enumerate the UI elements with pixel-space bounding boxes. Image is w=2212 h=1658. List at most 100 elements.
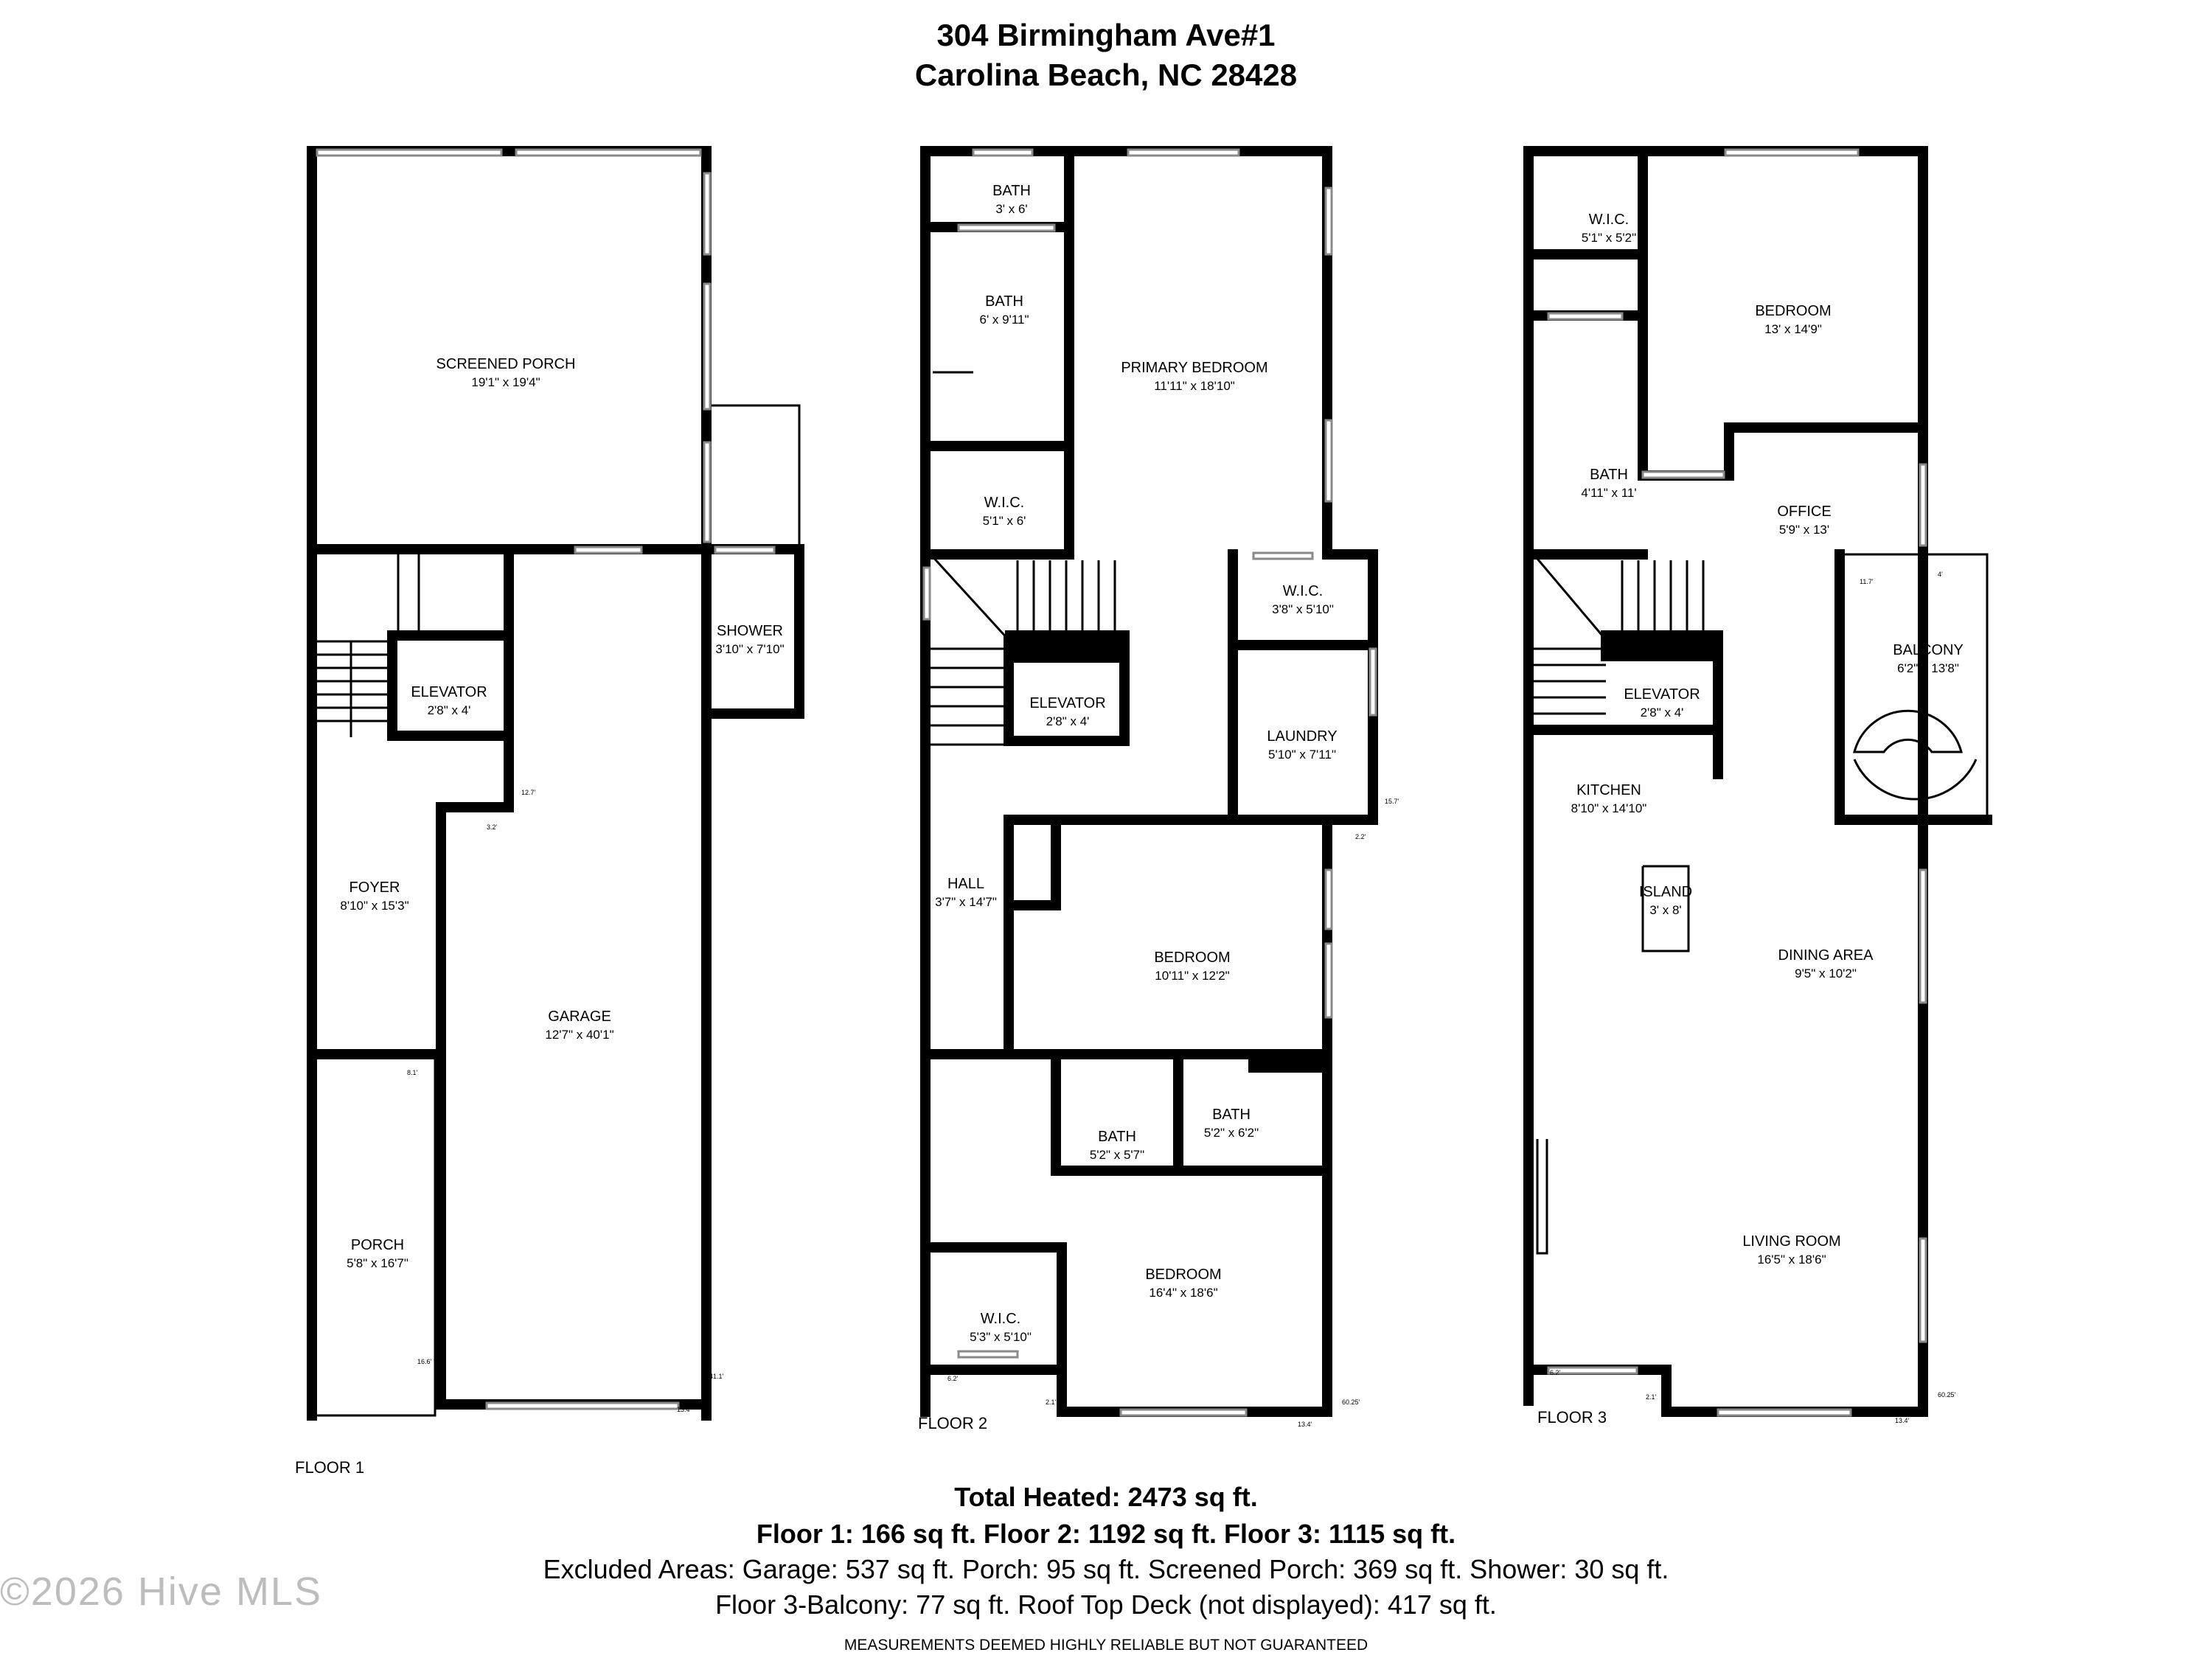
window: [1724, 148, 1860, 157]
floor-areas: Floor 1: 166 sq ft. Floor 2: 1192 sq ft.…: [756, 1519, 1456, 1549]
room-dimensions: 16'5" x 18'6": [1757, 1253, 1826, 1267]
dimension-label: 2.1': [1646, 1393, 1657, 1401]
dimension-label: 6.2': [1550, 1369, 1561, 1376]
dimension-label: 60.25': [1938, 1391, 1956, 1398]
floor1-elevator-sides: [387, 630, 514, 741]
window: [957, 223, 1056, 232]
dimension-label: 6.2': [947, 1375, 959, 1382]
floor2-stair-diagonal: [929, 553, 1010, 641]
dimension-label: 15.7': [1385, 798, 1399, 805]
dimension-label: 3.2': [487, 823, 498, 831]
floor1-door-jamb: [397, 554, 420, 637]
window: [1547, 1366, 1638, 1375]
window: [1919, 1237, 1927, 1343]
window: [703, 172, 712, 256]
room-dimensions: 13' x 14'9": [1764, 322, 1822, 336]
window: [922, 566, 931, 621]
window: [1127, 148, 1240, 157]
floor1-foyer-east: [436, 544, 514, 812]
floor3-kitchen-wall: [1523, 721, 1723, 735]
room-dimensions: 16'4" x 18'6": [1149, 1286, 1217, 1300]
room-dimensions: 10'11" x 12'2": [1155, 969, 1229, 983]
window: [703, 441, 712, 543]
window: [515, 148, 702, 157]
window: [957, 1350, 1019, 1359]
floor2-wic3: [920, 1242, 1067, 1375]
floor2-east-south-wall: [920, 549, 1378, 1417]
window: [1324, 419, 1333, 503]
room-name: ELEVATOR: [411, 684, 487, 700]
room-name: W.I.C.: [984, 495, 1024, 511]
dimension-label: 2.1': [1046, 1398, 1057, 1406]
dimension-label: 8.1': [407, 1069, 418, 1076]
room-name: LAUNDRY: [1267, 728, 1337, 745]
room-dimensions: 5'8" x 16'7": [347, 1256, 408, 1270]
room-name: ISLAND: [1639, 884, 1692, 900]
spiral-stair-outer: [1853, 759, 1978, 801]
room-name: SHOWER: [717, 623, 783, 639]
room-name: ELEVATOR: [1624, 686, 1700, 703]
spiral-stair: [1853, 709, 1963, 753]
room-dimensions: 2'8" x 4': [428, 703, 471, 717]
floor-label: FLOOR 2: [918, 1414, 987, 1432]
floor3-balcony-inner: [1834, 549, 1928, 825]
floor3-balcony-join: [1918, 549, 1992, 825]
floor2-bath1: [1051, 1049, 1183, 1176]
room-name: PRIMARY BEDROOM: [1121, 360, 1267, 376]
room-name: SCREENED PORCH: [437, 356, 576, 372]
room-dimensions: 8'10" x 15'3": [340, 899, 408, 913]
dimension-label: 11.7': [1860, 578, 1874, 585]
watermark: ©2026 Hive MLS: [0, 1570, 322, 1614]
room-dimensions: 2'8" x 4': [1641, 706, 1684, 720]
floor2-counter: [1248, 1049, 1329, 1073]
room-name: W.I.C.: [1283, 583, 1323, 599]
floor1-porch-outline: [312, 1054, 437, 1417]
window: [1368, 647, 1377, 717]
room-name: W.I.C.: [1589, 212, 1629, 228]
window: [1919, 463, 1927, 547]
room-name: BATH: [992, 183, 1031, 199]
room-dimensions: 5'1" x 5'2": [1582, 231, 1636, 245]
window: [1717, 1408, 1852, 1417]
room-name: PORCH: [351, 1237, 404, 1253]
window: [703, 282, 712, 411]
floor1-step-outline: [706, 404, 801, 549]
floor3-stair-diagonal: [1532, 554, 1607, 641]
floor-label: FLOOR 1: [295, 1458, 364, 1477]
room-name: FOYER: [349, 879, 400, 896]
floor3-south-wall: [1523, 815, 1928, 1417]
room-dimensions: 6' x 9'11": [979, 313, 1029, 327]
floor3-elevator-shaft: [1601, 630, 1723, 661]
room-name: BEDROOM: [1145, 1267, 1221, 1283]
room-dimensions: 5'9" x 13': [1779, 523, 1829, 537]
floor-label: FLOOR 3: [1537, 1408, 1607, 1427]
dimension-label: 60.25': [1342, 1398, 1360, 1406]
room-dimensions: 5'1" x 6': [983, 514, 1026, 528]
window: [1919, 868, 1927, 1004]
dimension-label: 16.6': [417, 1358, 432, 1365]
room-dimensions: 6'2" x 13'8": [1897, 661, 1959, 675]
room-name: GARAGE: [548, 1009, 611, 1025]
floor3-bedroom-walls: [1638, 146, 1928, 481]
room-name: DINING AREA: [1778, 947, 1874, 964]
room-name: BATH: [985, 293, 1023, 310]
windows: [316, 148, 1927, 1417]
floor2-primary-west: [920, 146, 1074, 560]
room-dimensions: 5'2" x 5'7": [1090, 1148, 1144, 1162]
room-dimensions: 5'3" x 5'10": [970, 1330, 1032, 1344]
address-line-1: 304 Birmingham Ave#1: [936, 18, 1276, 52]
room-dimensions: 3'7" x 14'7": [935, 895, 997, 909]
window: [972, 148, 1034, 157]
floor3-island: [1641, 865, 1690, 952]
floor1-garage-south: [436, 802, 712, 1410]
room-name: LIVING ROOM: [1742, 1233, 1840, 1250]
room-dimensions: 12'7" x 40'1": [545, 1028, 613, 1042]
room-name: BEDROOM: [1154, 950, 1230, 966]
room-dimensions: 19'1" x 19'4": [471, 375, 540, 389]
address-line-2: Carolina Beach, NC 28428: [914, 58, 1298, 92]
dimension-labels: 12.7'3.2'8.1'16.6'41.1'13.4'6.2'2.1'60.2…: [407, 571, 1956, 1428]
disclaimer: MEASUREMENTS DEEMED HIGHLY RELIABLE BUT …: [844, 1637, 1368, 1654]
window: [574, 546, 643, 554]
room-name: HALL: [947, 876, 984, 892]
